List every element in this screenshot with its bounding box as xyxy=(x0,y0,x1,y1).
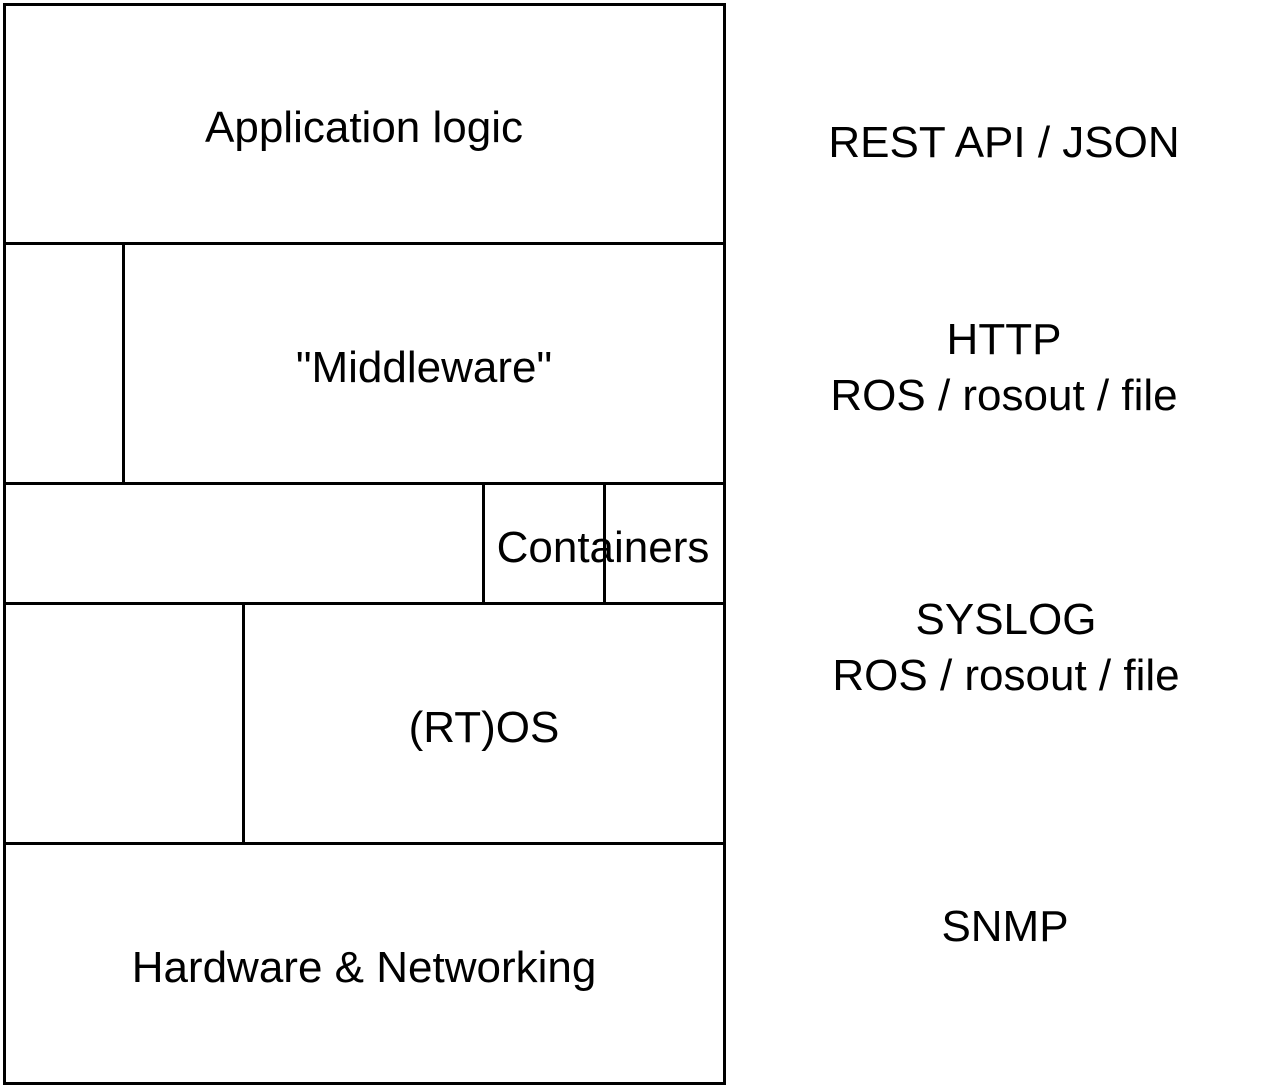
containers-label: Containers xyxy=(496,523,710,572)
os-layer-label: (RT)OS xyxy=(408,703,560,752)
middleware-protocol-line-1: HTTP xyxy=(946,315,1062,364)
os-protocol-line-2: ROS / rosout / file xyxy=(832,651,1180,700)
os-protocol-text: SYSLOG ROS / rosout / file xyxy=(832,592,1179,704)
hardware-protocol-text: SNMP xyxy=(941,899,1068,955)
hardware-layer-label: Hardware & Networking xyxy=(131,943,597,992)
middleware-layer-label: "Middleware" xyxy=(295,343,553,392)
os-layer-box xyxy=(242,602,726,845)
hardware-protocol-line-1: SNMP xyxy=(941,902,1069,951)
os-protocol-line-1: SYSLOG xyxy=(915,595,1097,644)
container-box-2 xyxy=(603,482,726,605)
middleware-protocol-text: HTTP ROS / rosout / file xyxy=(830,312,1177,424)
application-layer-box xyxy=(3,3,726,245)
application-protocol-text: REST API / JSON xyxy=(828,115,1179,171)
middleware-protocol-line-2: ROS / rosout / file xyxy=(830,371,1178,420)
application-layer-label: Application logic xyxy=(205,103,523,152)
hardware-layer-box xyxy=(3,842,726,1085)
application-protocol-line-1: REST API / JSON xyxy=(828,118,1180,167)
